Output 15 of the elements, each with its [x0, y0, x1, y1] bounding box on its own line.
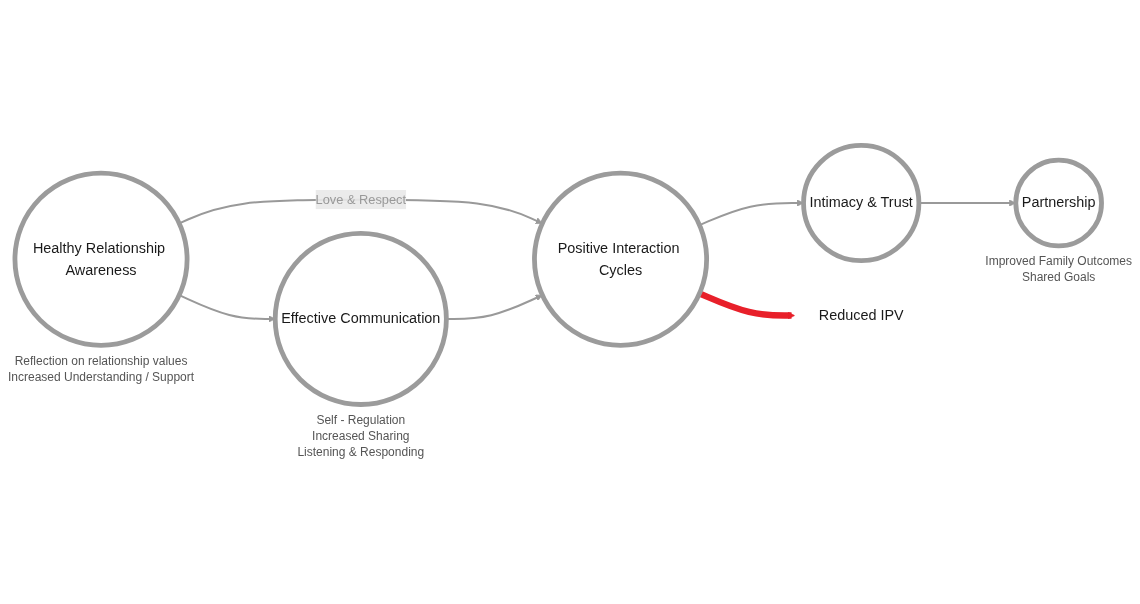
node-circle: Positive Interaction Cycles — [532, 170, 710, 348]
node-circle: Partnership — [1013, 157, 1104, 249]
node-text: Reduced IPV — [818, 307, 904, 324]
circle-caption: Improved Family Outcomes — [985, 254, 1133, 269]
arrow — [698, 290, 796, 320]
circle-caption: Increased Understanding / Support — [7, 369, 195, 384]
node-circle: Effective Communication — [272, 230, 449, 407]
circle-caption: Listening & Responding — [297, 444, 425, 459]
circle-caption: Increased Sharing — [312, 428, 410, 443]
circle-caption: Self - Regulation — [316, 412, 406, 427]
node-circle: Healthy Relationship Awareness — [12, 170, 190, 348]
edge-label: Love & Respect — [315, 192, 407, 207]
circle-caption: Shared Goals — [1021, 270, 1096, 285]
circle-caption: Reflection on relationship values — [14, 353, 188, 368]
node-circle: Intimacy & Trust — [801, 142, 922, 264]
